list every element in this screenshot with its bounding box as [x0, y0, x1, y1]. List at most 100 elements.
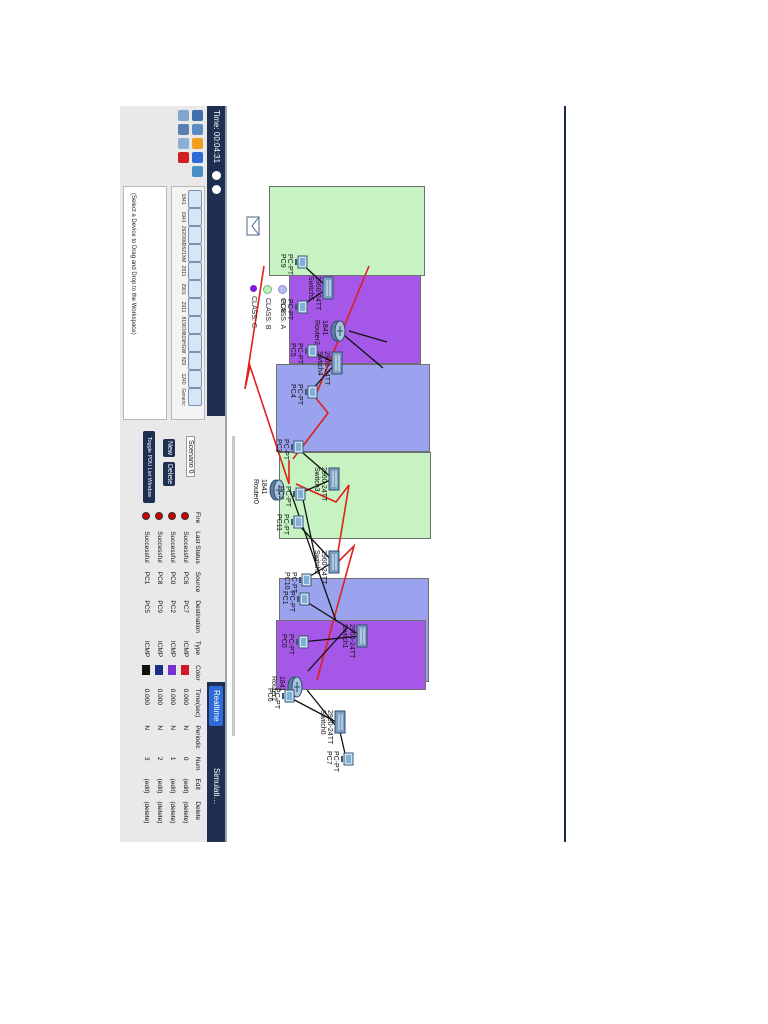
simulation-tab[interactable]: Simulati…: [212, 768, 221, 805]
switch-model-label: 2960-24TT: [320, 550, 327, 585]
delete-link[interactable]: (delete): [143, 801, 150, 824]
time-cell: 0.000: [182, 688, 189, 705]
model-generic-icon[interactable]: [188, 388, 202, 406]
model-2811-icon[interactable]: [188, 262, 202, 280]
connections-category-icon[interactable]: [192, 138, 203, 149]
realtime-tab[interactable]: Realtime: [209, 686, 223, 726]
pc-10[interactable]: PC-PT PC10: [283, 572, 312, 593]
pc-4[interactable]: PC-PT PC4: [289, 384, 318, 405]
cable-switch1-pc0[interactable]: [300, 635, 362, 643]
pc-6[interactable]: PC-PT PC6: [266, 688, 295, 709]
logical-workspace[interactable]: 1841 Router0 1841 Router1 1841 Router2 2…: [120, 106, 566, 842]
new-scenario-button[interactable]: New: [163, 439, 175, 457]
model-1240-icon[interactable]: [188, 370, 202, 388]
scenario-select[interactable]: Scenario 0: [186, 436, 195, 478]
switch-1[interactable]: 2960-24TT Switch1: [341, 624, 370, 658]
switch-4[interactable]: 2960-24TT Switch4: [316, 351, 345, 385]
power-cycle-icon[interactable]: [211, 171, 221, 181]
edit-link[interactable]: (edit): [156, 778, 163, 794]
status-cell: Successful: [143, 531, 150, 563]
pc-11[interactable]: PC-PT PC11: [275, 514, 304, 535]
cable-router0-switch2[interactable]: [300, 489, 317, 562]
pc-9[interactable]: PC-PT PC9: [279, 254, 308, 275]
edit-link[interactable]: (edit): [182, 778, 189, 794]
pc-5[interactable]: PC-PT PC5: [289, 343, 318, 364]
pc-model-label: PC-PT: [286, 254, 293, 275]
delete-link[interactable]: (delete): [182, 801, 189, 824]
fire-icon[interactable]: [155, 512, 164, 520]
switches-category-icon[interactable]: [192, 124, 203, 135]
switch-3[interactable]: 2960-24TT Switch3: [313, 467, 342, 501]
delete-link[interactable]: (delete): [169, 801, 176, 824]
type-cell: ICMP: [169, 640, 176, 658]
toggle-pdu-list-button[interactable]: Toggle PDU List Window: [143, 431, 155, 503]
cable-router1-switch1[interactable]: [307, 627, 348, 672]
router-name-label: Router2: [313, 320, 320, 345]
cable-router2-switch4[interactable]: [348, 330, 388, 343]
time-display: Time: 00:04:31: [212, 110, 221, 164]
wan-emulation-category-icon[interactable]: [178, 124, 189, 135]
pdu-row[interactable]: Successful PC0 PC2 ICMP 0.000 N 1 (edit)…: [166, 508, 179, 827]
time-bar: Time: 00:04:31: [207, 106, 225, 416]
delete-link[interactable]: (delete): [156, 801, 163, 824]
security-category-icon[interactable]: [178, 110, 189, 121]
model-1941-icon[interactable]: [188, 208, 202, 226]
bottom-panel: Time: 00:04:31 Realtime Simulati… 1841 1…: [120, 106, 227, 842]
legend-swatch: [263, 285, 272, 294]
cable-router0-switch3[interactable]: [289, 489, 337, 622]
model-2620xm-icon[interactable]: [188, 226, 202, 244]
pdu-row[interactable]: Successful PC1 PC5 ICMP 0.000 N 3 (edit)…: [140, 508, 153, 827]
pdu-row[interactable]: Successful PC8 PC9 ICMP 0.000 N 2 (edit)…: [153, 508, 166, 827]
fire-cell[interactable]: [153, 508, 166, 527]
serial-link-router0-router1[interactable]: [244, 265, 290, 485]
pc-1[interactable]: PC-PT PC1: [281, 591, 310, 612]
fire-cell[interactable]: [166, 508, 179, 527]
switch-5[interactable]: 2960-24TT Switch5: [307, 276, 336, 310]
pc-icon: [295, 300, 308, 314]
end-devices-category-icon[interactable]: [192, 152, 203, 163]
pc-8[interactable]: PC-PT PC8: [279, 299, 308, 320]
cable-switch1-pc1[interactable]: [301, 598, 362, 637]
cable-switch0-pc6[interactable]: [286, 695, 339, 724]
pc-3[interactable]: PC-PT PC3: [275, 439, 304, 460]
edit-link[interactable]: (edit): [169, 778, 176, 794]
pc-icon: [296, 635, 309, 649]
router-2[interactable]: 1841 Router2: [313, 320, 346, 345]
multiuser-category-icon[interactable]: [178, 152, 189, 163]
cable-router2-switch5[interactable]: [338, 330, 384, 369]
pc-2[interactable]: PC-PT PC2: [277, 486, 306, 507]
router-model-label: 1841: [260, 479, 267, 495]
fire-icon[interactable]: [168, 512, 177, 520]
model-1841-icon[interactable]: [188, 190, 202, 208]
edit-link[interactable]: (edit): [143, 778, 150, 794]
pc-icon: [305, 385, 318, 399]
switch-0[interactable]: 2960-24TT Switch0: [319, 710, 348, 744]
pdu-row[interactable]: Successful PC6 PC7 ICMP 0.000 N 0 (edit)…: [179, 508, 192, 827]
cable-switch2-pc11[interactable]: [295, 521, 334, 563]
serial-link-router0-router2[interactable]: [295, 483, 356, 681]
model-2911-icon[interactable]: [188, 298, 202, 316]
router-0[interactable]: 1841 Router0: [252, 479, 285, 504]
pc-0[interactable]: PC-PT PC0: [280, 634, 309, 655]
fire-cell[interactable]: [179, 508, 192, 527]
fire-cell[interactable]: [140, 508, 153, 527]
switch-2[interactable]: 2960-24TT Switch2: [313, 550, 342, 584]
delete-scenario-button[interactable]: Delete: [163, 462, 175, 486]
fast-forward-icon[interactable]: [211, 184, 221, 194]
model-2621xm-icon[interactable]: [188, 244, 202, 262]
custom-category-icon[interactable]: [178, 138, 189, 149]
pc-7[interactable]: PC-PT PC7: [325, 751, 354, 772]
model-829-icon[interactable]: [188, 352, 202, 370]
time-cell: 0.000: [169, 688, 176, 705]
fire-icon[interactable]: [142, 512, 151, 520]
routers-category-icon[interactable]: [192, 110, 203, 121]
fire-icon[interactable]: [181, 512, 190, 520]
num-cell: 0: [182, 756, 189, 761]
router-model-label: 1841: [321, 320, 328, 336]
wireless-category-icon[interactable]: [192, 166, 203, 177]
workspace-scrollbar[interactable]: [232, 436, 235, 736]
model-2901-icon[interactable]: [188, 280, 202, 298]
model-label: Generic: [180, 388, 186, 406]
model-819hgw-icon[interactable]: [188, 334, 202, 352]
model-819iox-icon[interactable]: [188, 316, 202, 334]
